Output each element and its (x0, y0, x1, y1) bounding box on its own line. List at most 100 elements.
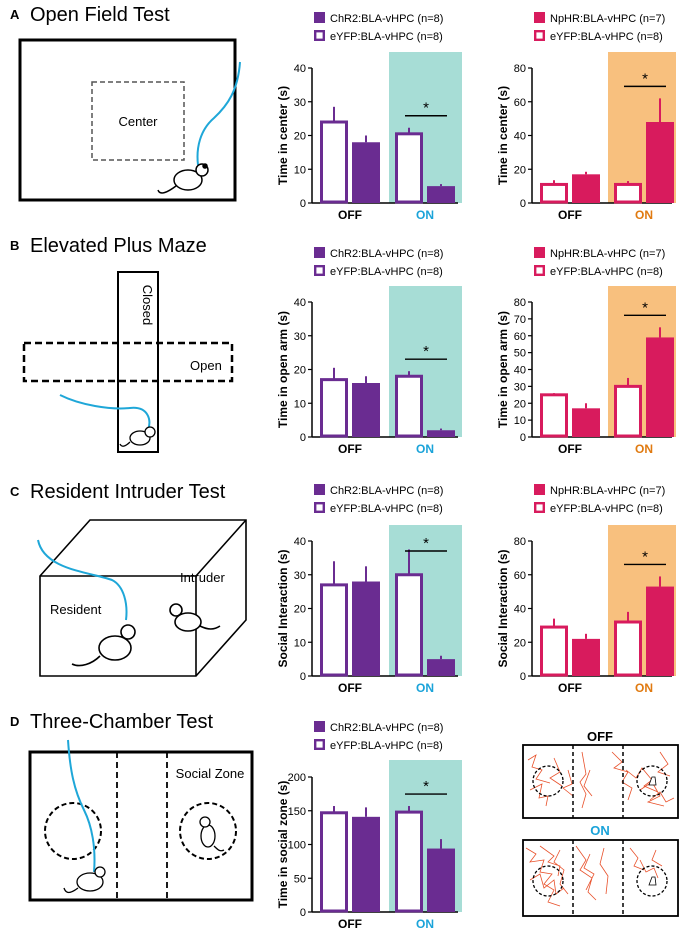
bar-open (320, 583, 348, 677)
y-tick-label: 0 (520, 671, 526, 683)
plus-maze-diagram: Closed Open (22, 271, 234, 453)
significance-star: * (642, 299, 648, 316)
open-arm-label: Open (190, 358, 222, 373)
category-label: ON (635, 442, 653, 456)
y-tick-label: 10 (514, 415, 526, 427)
closed-arm-label: Closed (140, 285, 155, 325)
panel-c-letter: C (10, 484, 20, 499)
category-label: OFF (338, 208, 362, 222)
heatmap-off-tracks (527, 751, 675, 809)
significance-star: * (423, 778, 429, 795)
y-tick-label: 30 (514, 381, 526, 393)
chart-a-chr2: ChR2:BLA-vHPC (n=8)eYFP:BLA-vHPC (n=8)01… (276, 12, 462, 222)
y-tick-label: 70 (514, 314, 526, 326)
panel-a-heading: Open Field Test (30, 4, 170, 26)
bar-open (614, 384, 642, 438)
y-tick-label: 40 (294, 297, 306, 309)
category-label: OFF (558, 442, 582, 456)
y-tick-label: 40 (294, 63, 306, 75)
y-axis-label: Time in open arm (s) (496, 311, 510, 428)
legend-swatch-filled (314, 12, 325, 23)
y-tick-label: 0 (300, 198, 306, 210)
optic-fiber-cable (67, 739, 96, 873)
panel-d-letter: D (10, 714, 19, 729)
category-label: ON (416, 208, 434, 222)
y-axis-label: Time in social zone (s) (276, 781, 290, 909)
resident-mouse-icon (71, 624, 136, 667)
y-tick-label: 80 (514, 297, 526, 309)
significance-star: * (423, 100, 429, 117)
category-label: OFF (338, 917, 362, 931)
bar-filled (572, 174, 600, 203)
bar-filled (352, 383, 380, 437)
legend-swatch-filled (314, 484, 325, 495)
optic-fiber-cable (59, 394, 151, 431)
legend-label: eYFP:BLA-vHPC (n=8) (550, 266, 663, 278)
heatmap-off (522, 744, 679, 819)
y-axis-label: Social Interaction (s) (496, 549, 510, 667)
bar-open (320, 378, 348, 438)
legend-label: ChR2:BLA-vHPC (n=8) (330, 248, 443, 260)
category-label: OFF (558, 208, 582, 222)
resident-label: Resident (50, 602, 102, 617)
legend-label: ChR2:BLA-vHPC (n=8) (330, 485, 443, 497)
heatmap-on-empty-zone (532, 865, 564, 897)
y-tick-label: 50 (514, 348, 526, 360)
y-tick-label: 150 (288, 806, 306, 818)
legend-label: NpHR:BLA-vHPC (n=7) (550, 248, 665, 260)
category-label: ON (416, 917, 434, 931)
legend-label: ChR2:BLA-vHPC (n=8) (330, 722, 443, 734)
chamber-outline (28, 750, 254, 902)
y-tick-label: 10 (294, 637, 306, 649)
legend-swatch-filled (314, 247, 325, 258)
y-tick-label: 10 (294, 398, 306, 410)
y-tick-label: 80 (514, 63, 526, 75)
bar-open (540, 625, 568, 677)
three-chamber-diagram: Social Zone (28, 739, 254, 902)
bar-open (614, 620, 642, 677)
intruder-label: Intruder (180, 570, 225, 585)
optic-fiber-cable (37, 539, 128, 621)
bar-open (395, 810, 423, 913)
bar-open (395, 573, 423, 677)
heatmap-on (522, 839, 679, 917)
legend-swatch-open (534, 30, 546, 42)
mouse-icon (119, 426, 156, 447)
significance-star: * (642, 70, 648, 87)
heatmap-off-social-zone (636, 765, 668, 797)
social-zone-label: Social Zone (176, 766, 245, 781)
open-field-diagram: Center (18, 38, 241, 202)
legend-swatch-filled (314, 721, 325, 732)
category-label: ON (635, 681, 653, 695)
y-tick-label: 100 (288, 840, 306, 852)
bar-open (320, 811, 348, 913)
chart-c-chr2: ChR2:BLA-vHPC (n=8)eYFP:BLA-vHPC (n=8)01… (276, 484, 462, 695)
y-tick-label: 20 (514, 398, 526, 410)
legend-label: NpHR:BLA-vHPC (n=7) (550, 13, 665, 25)
category-label: OFF (558, 681, 582, 695)
bar-open (540, 393, 568, 438)
y-tick-label: 40 (514, 131, 526, 143)
heatmap-on-tracks (525, 845, 663, 907)
bar-filled (427, 659, 455, 676)
y-tick-label: 80 (514, 536, 526, 548)
chart-b-chr2: ChR2:BLA-vHPC (n=8)eYFP:BLA-vHPC (n=8)01… (276, 247, 462, 456)
chart-b-nphr: NpHR:BLA-vHPC (n=7)eYFP:BLA-vHPC (n=8)01… (496, 247, 676, 456)
empty-cup-zone (44, 802, 102, 860)
legend-swatch-open (314, 502, 326, 514)
bar-open (614, 182, 642, 204)
y-tick-label: 40 (294, 536, 306, 548)
heatmap-off-label: OFF (587, 729, 613, 744)
y-tick-label: 40 (514, 604, 526, 616)
y-tick-label: 60 (514, 570, 526, 582)
bar-filled (646, 337, 674, 437)
y-tick-label: 200 (288, 772, 306, 784)
bar-filled (427, 186, 455, 203)
optic-fiber-cable (196, 61, 241, 166)
y-tick-label: 30 (294, 331, 306, 343)
home-cage-diagram: Intruder Resident (37, 519, 247, 677)
arena-outline (18, 38, 237, 202)
y-tick-label: 20 (294, 604, 306, 616)
legend-label: eYFP:BLA-vHPC (n=8) (330, 31, 443, 43)
y-tick-label: 60 (514, 331, 526, 343)
